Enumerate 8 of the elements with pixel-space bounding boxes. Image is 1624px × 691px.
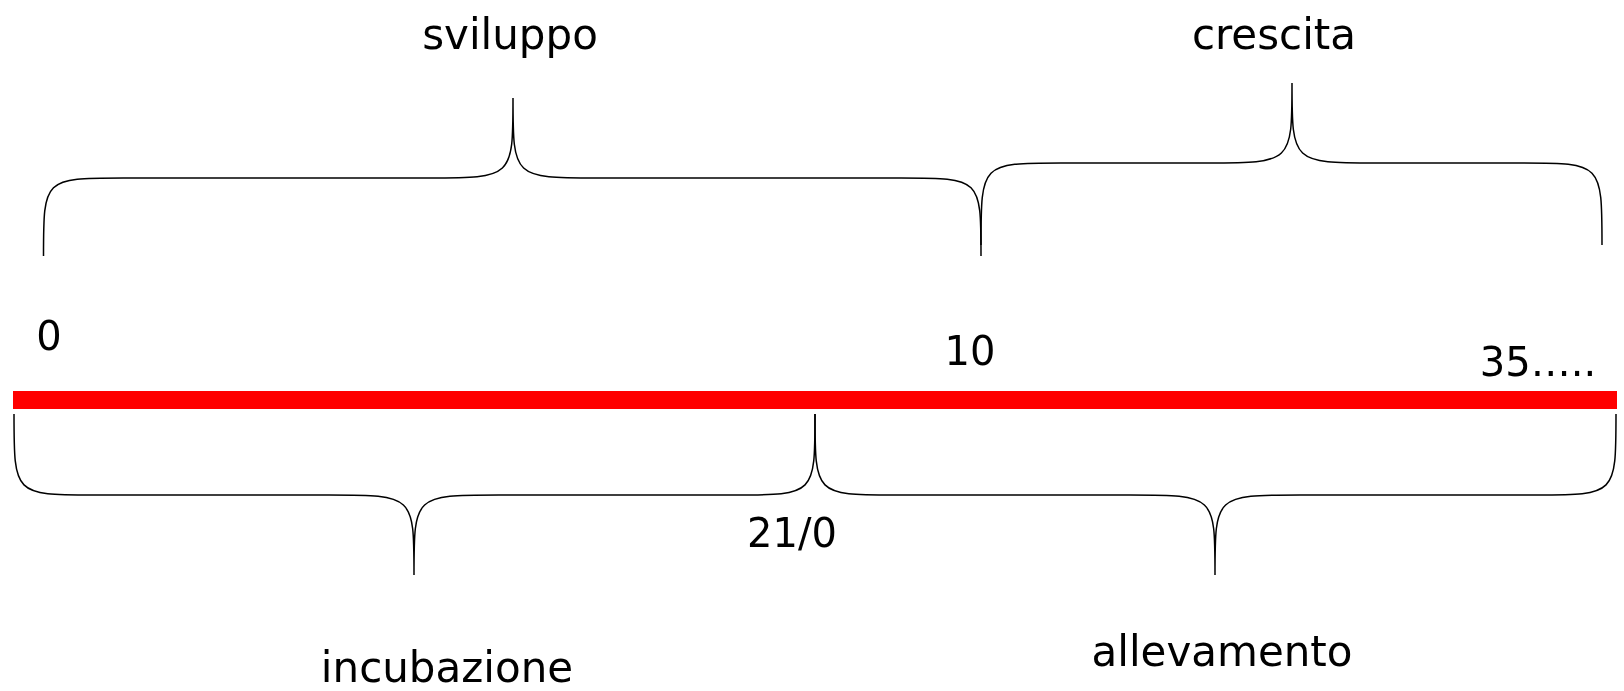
phase-label: sviluppo — [422, 11, 598, 59]
day-label: 21/0 — [747, 511, 837, 555]
day-label: 0 — [36, 314, 62, 358]
day-label: 35….. — [1479, 340, 1597, 384]
phase-label: crescita — [1191, 11, 1357, 59]
day-label: 10 — [944, 329, 996, 373]
phase-label: allevamento — [1091, 628, 1353, 676]
phase-label: incubazione — [320, 644, 574, 691]
